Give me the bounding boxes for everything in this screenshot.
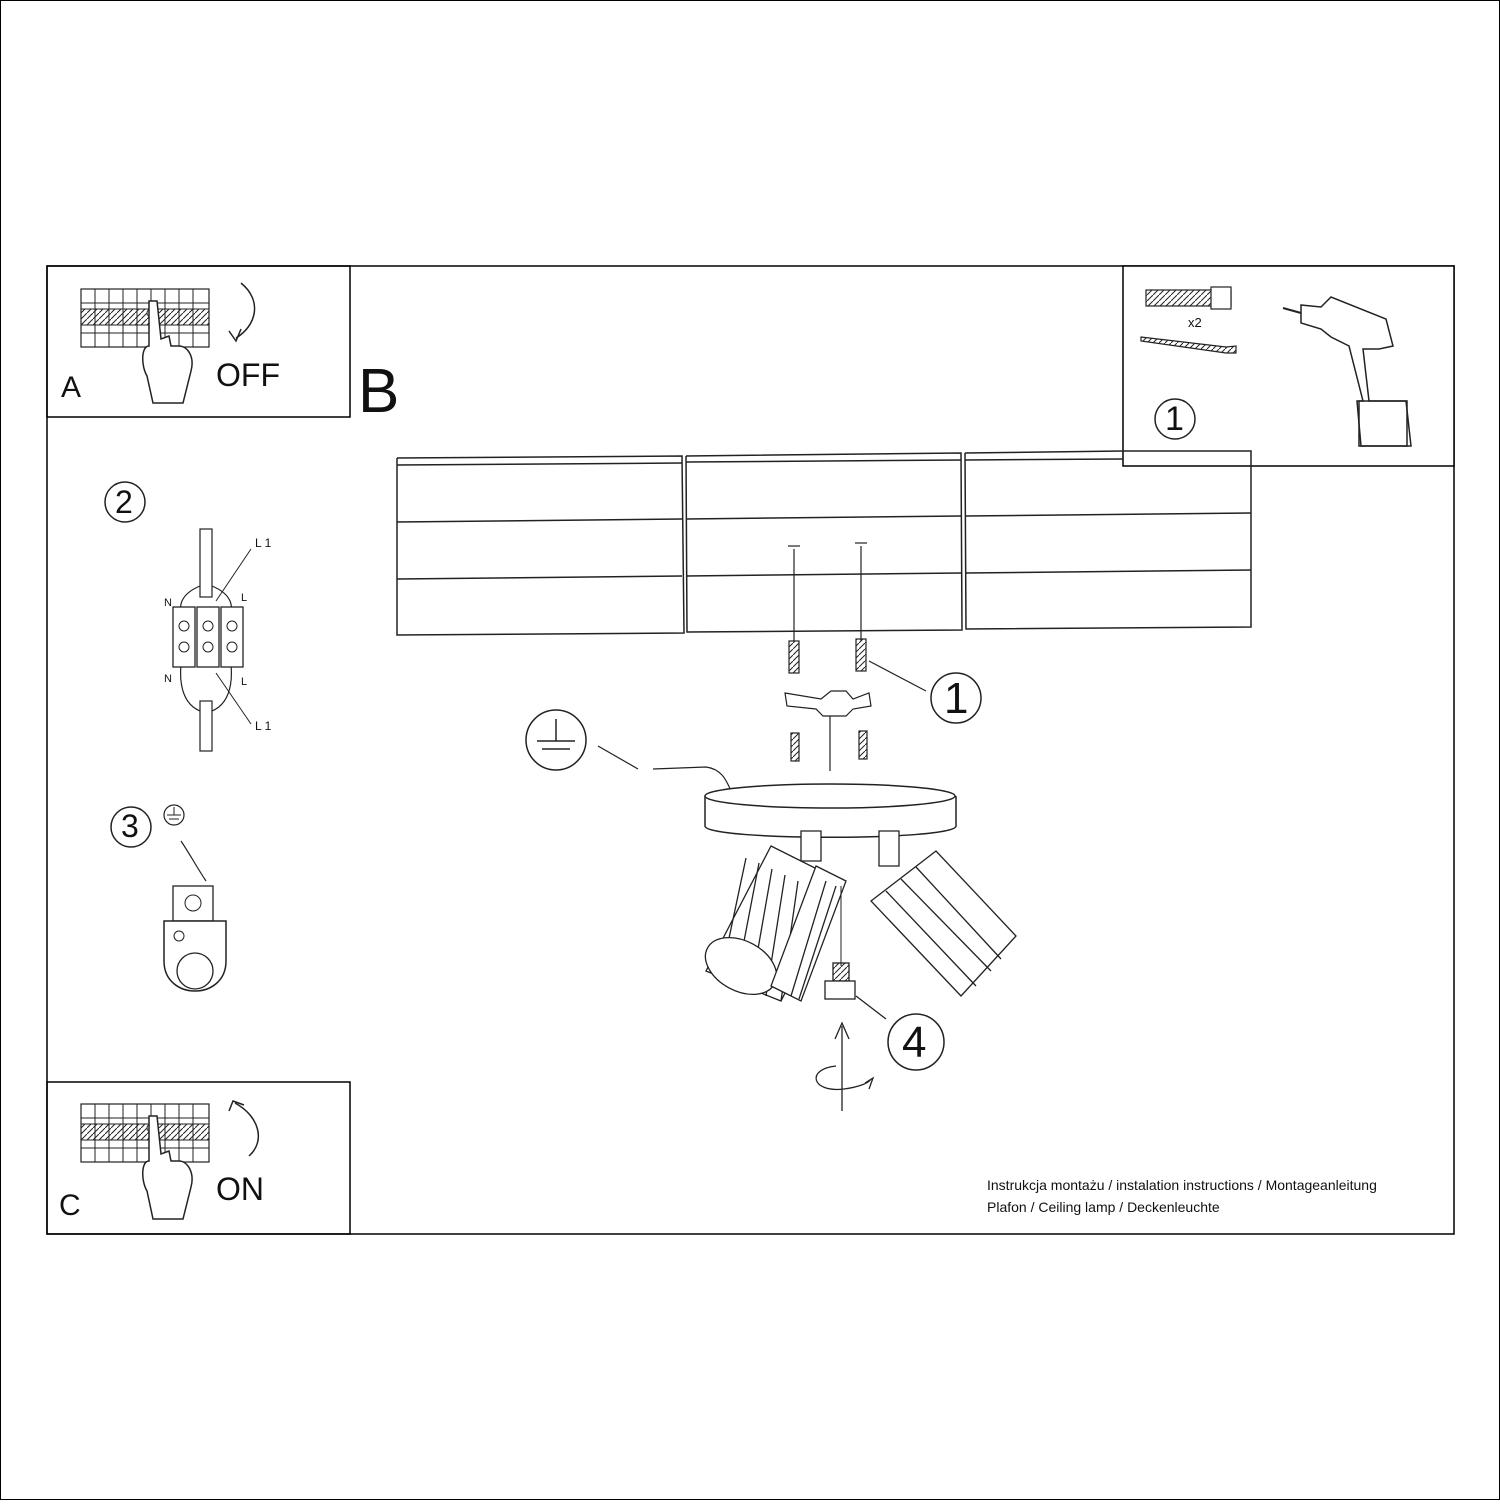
breaker-panel-icon: [80, 288, 210, 348]
ground-symbol-icon: [163, 804, 185, 826]
step-2-badge: [104, 481, 146, 523]
spotlight-icon: [704, 845, 842, 1002]
panel-c-state: ON: [216, 1171, 264, 1207]
panel-c-box: [46, 1081, 351, 1235]
ground-step: 3: [121, 808, 139, 844]
drill-icon: [1282, 296, 1412, 447]
curved-arrow-icon: [235, 282, 256, 339]
step-1-badge-mount: [930, 672, 982, 724]
hand-icon: [142, 1115, 193, 1220]
tools-quantity: x2: [1188, 315, 1202, 330]
spotlight-icon: [770, 830, 847, 1002]
wiring-l1-bottom: L 1: [255, 719, 272, 733]
main-step-mount: 1: [944, 674, 969, 723]
footer-line-2: Plafon / Ceiling lamp / Deckenleuchte: [987, 1199, 1220, 1215]
rotate-arrow-icon: [815, 1021, 875, 1111]
wiring-step: 2: [115, 484, 133, 520]
screw-icon: [1140, 336, 1237, 354]
ground-symbol-icon: [525, 709, 587, 771]
step-1-badge-tools: [1154, 398, 1196, 440]
footer-line-1: Instrukcja montażu / instalation instruc…: [987, 1177, 1377, 1193]
mounting-bracket-icon: [784, 690, 872, 717]
wiring-l1-top: L 1: [255, 536, 272, 550]
terminal-block-icon: [172, 528, 252, 752]
wiring-n-bottom: N: [164, 673, 172, 685]
mounting-hardware: [784, 542, 927, 771]
wiring-l-top: L: [241, 592, 248, 604]
wall-plug-icon: [1145, 286, 1232, 310]
step-4-badge: [887, 1013, 945, 1071]
screw-icon: [824, 886, 887, 1020]
ceiling-panels: [396, 450, 1252, 636]
panel-a-box: [46, 265, 351, 418]
panel-b-letter: B: [358, 357, 400, 426]
panel-c-letter: C: [59, 1189, 81, 1222]
step-3-badge: [110, 806, 152, 848]
curved-arrow-icon: [234, 1102, 260, 1157]
spotlight-icon: [870, 830, 1017, 997]
hand-icon: [142, 300, 193, 404]
wiring-n-top: N: [164, 597, 172, 609]
ground-clip-icon: [163, 885, 227, 992]
main-frame: [46, 265, 1455, 1235]
ceiling-canopy-icon: [704, 783, 957, 838]
main-step-screw: 4: [902, 1018, 927, 1067]
panel-a-state: OFF: [216, 357, 280, 393]
panel-a-letter: A: [61, 371, 82, 404]
wiring-l-bottom: L: [241, 676, 248, 688]
tools-step: 1: [1165, 400, 1184, 438]
breaker-panel-icon: [80, 1103, 210, 1163]
